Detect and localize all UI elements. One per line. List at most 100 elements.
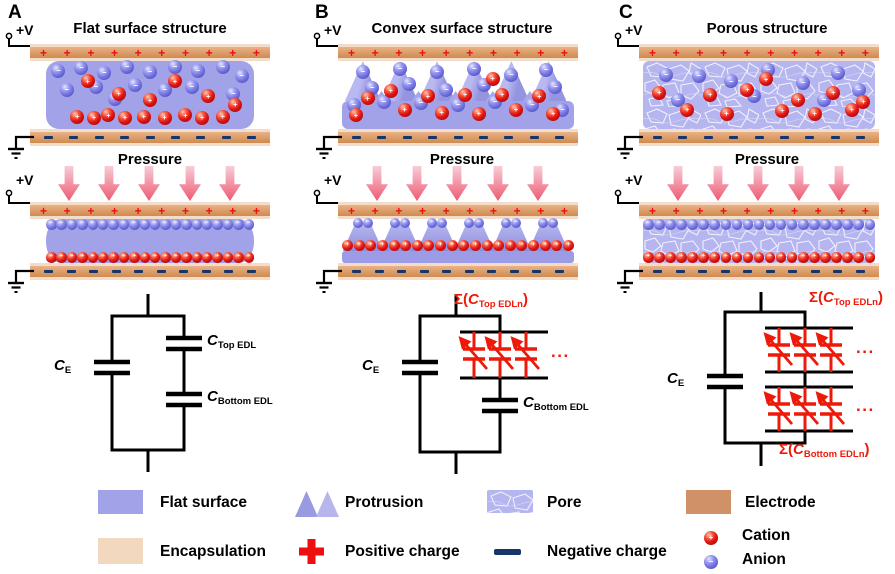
protrusion-icon <box>295 491 341 518</box>
cation-icon: + <box>495 88 510 102</box>
anion-icon: − <box>66 219 78 230</box>
cation-icon: + <box>70 109 85 124</box>
anion-icon: − <box>46 219 57 230</box>
cation-icon: + <box>420 89 435 104</box>
pressure-label: Pressure <box>429 151 495 168</box>
positive-charge-icon: + <box>814 45 822 60</box>
cation-icon: + <box>654 252 665 263</box>
cation-icon: + <box>77 252 88 263</box>
negative-charge-icon <box>754 136 764 139</box>
negative-charge-icon <box>352 136 361 139</box>
encapsulation-layer <box>338 129 578 132</box>
panel-title: Convex surface structure <box>371 20 553 37</box>
cation-icon: + <box>87 252 99 263</box>
anion-icon: − <box>511 218 522 228</box>
anion-icon: − <box>798 219 809 230</box>
protrusion-icon <box>411 91 426 101</box>
negative-charge-icon <box>419 270 429 273</box>
positive-charge-icon: + <box>40 203 48 218</box>
cation-icon: + <box>687 252 698 263</box>
anion-icon: − <box>427 218 438 228</box>
positive-charge-icon: + <box>537 45 545 60</box>
anion-icon: − <box>665 219 676 230</box>
cation-icon: + <box>157 111 172 126</box>
anion-icon: − <box>108 219 119 230</box>
anion-icon: − <box>430 64 445 79</box>
anion-icon: − <box>539 62 554 77</box>
encapsulation-layer <box>30 44 270 47</box>
negative-charge-icon <box>120 136 130 139</box>
cation-icon: + <box>844 102 859 117</box>
cation-icon: + <box>348 108 363 123</box>
negative-charge-icon <box>532 270 542 273</box>
negative-charge-icon <box>830 136 840 139</box>
cation-icon: + <box>798 252 809 263</box>
anion-icon: − <box>720 219 732 230</box>
pressure-arrow-icon <box>138 166 160 201</box>
positive-charge-icon: + <box>649 45 657 60</box>
electrode-layer: ++++++++++ <box>338 205 578 217</box>
cation-icon: + <box>195 111 209 126</box>
ellipsis: ... <box>856 338 875 357</box>
negative-charge-icon <box>201 270 211 273</box>
pressure-arrow-icon <box>58 166 80 201</box>
cation-icon: + <box>481 240 493 251</box>
cation-icon: + <box>485 71 500 86</box>
anion-icon: − <box>118 219 130 230</box>
anion-icon: − <box>504 67 519 82</box>
negative-charge-icon <box>221 136 231 139</box>
anion-icon: − <box>355 64 370 79</box>
anion-icon: − <box>191 219 203 230</box>
dielectric-porous-compressed: −−−−−−−−−−−−−−−−−−−−− ++++++++++++++++++… <box>643 219 875 263</box>
anion-icon: − <box>184 79 199 94</box>
cation-icon: + <box>539 240 551 251</box>
pressure-arrow-icon <box>487 166 509 201</box>
cation-icon: + <box>842 252 853 263</box>
cation-icon: + <box>201 89 216 104</box>
cation-icon: + <box>516 240 528 251</box>
cation-icon: + <box>493 240 505 251</box>
anion-icon: − <box>753 219 765 230</box>
cation-icon: + <box>215 109 230 124</box>
dielectric-flat: −−−−−−−−−−−−−−−−+++++++++++++++ <box>46 60 254 129</box>
anion-icon: − <box>181 219 192 230</box>
anion-icon: − <box>764 219 776 230</box>
encapsulation-layer <box>30 129 270 132</box>
pressure-arrow-icon <box>707 166 729 201</box>
panel-letter: C <box>619 2 633 23</box>
negative-charge-icon <box>111 270 121 273</box>
anion-icon: − <box>87 219 99 230</box>
negative-charge-icon <box>743 270 753 273</box>
terminal-icon <box>5 32 34 47</box>
positive-charge-icon: + <box>719 203 727 218</box>
encapsulation-layer <box>639 216 879 219</box>
anion-icon: − <box>215 60 230 75</box>
dielectric-convex: −−−−−−−−−−−−−−−−−−+++++++++++++ <box>342 61 574 129</box>
negative-charge-icon <box>66 270 76 273</box>
anion-icon: − <box>548 218 559 228</box>
anion-icon: − <box>129 219 140 230</box>
anion-icon: − <box>59 82 74 97</box>
top-electrode: ++++++++++ <box>639 44 879 61</box>
anion-icon: − <box>659 67 674 82</box>
anion-icon: − <box>698 219 709 230</box>
electrode-layer <box>338 266 578 277</box>
negative-charge-icon <box>678 136 688 139</box>
voltage-label: +V <box>16 172 34 188</box>
cation-icon: + <box>423 240 435 251</box>
negative-charge-icon <box>377 136 387 139</box>
anion-icon: − <box>77 219 88 230</box>
electrode-layer: ++++++++++ <box>338 45 578 60</box>
anion-icon: − <box>139 219 151 230</box>
encapsulation-layer <box>338 263 578 266</box>
bottom-edl-label: CBottom EDL <box>207 388 273 407</box>
cation-icon: + <box>719 107 734 122</box>
electrode-layer <box>639 266 879 277</box>
cation-icon: + <box>149 252 161 263</box>
anion-icon: − <box>654 219 665 230</box>
encapsulation-layer <box>639 58 879 61</box>
ion-scatter: −−−−−−−−−−−−−−−−−−+++++++++++++ <box>342 61 574 129</box>
positive-charge-icon: + <box>40 45 48 60</box>
negative-charge-icon <box>397 270 407 273</box>
